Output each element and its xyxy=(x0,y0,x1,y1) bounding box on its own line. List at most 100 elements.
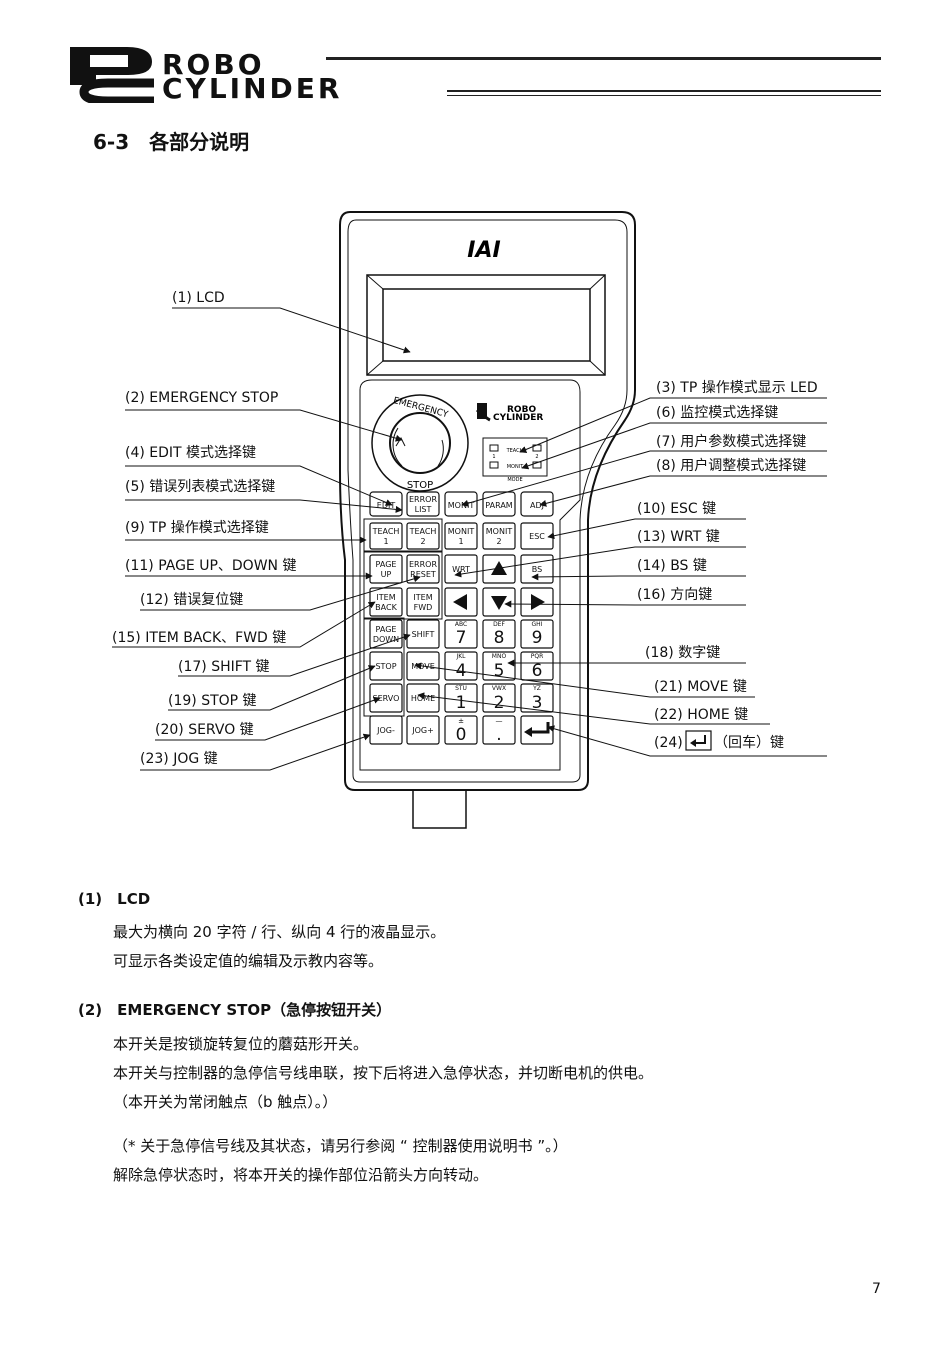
callout-error-list: (5) 错误列表模式选择键 xyxy=(125,479,276,495)
callout-stop: (19) STOP 键 xyxy=(168,693,257,709)
panel-logo-robo: ROBO xyxy=(507,405,536,415)
callout-numeric: (18) 数字键 xyxy=(645,645,721,661)
svg-text:LIST: LIST xyxy=(415,505,432,514)
callout-item-back-fwd: (15) ITEM BACK、FWD 键 xyxy=(112,630,287,646)
key-shift: SHIFT xyxy=(412,630,435,639)
svg-text:UP: UP xyxy=(381,570,392,579)
svg-text:DEF: DEF xyxy=(493,621,505,628)
key-teach1: TEACH xyxy=(372,527,400,536)
callout-direction: (16) 方向键 xyxy=(637,587,713,603)
key-jog-plus: JOG+ xyxy=(411,726,434,735)
key-1: 1 xyxy=(456,693,467,713)
callout-tp-mode: (9) TP 操作模式选择键 xyxy=(125,520,269,536)
section-estop-line-2: 本开关与控制器的急停信号线串联，按下后将进入急停状态，并切断电机的供电。 xyxy=(113,1064,654,1082)
callout-servo: (20) SERVO 键 xyxy=(155,722,254,738)
svg-text:2: 2 xyxy=(420,537,425,546)
callout-shift: (17) SHIFT 键 xyxy=(178,659,270,675)
svg-text:MNO: MNO xyxy=(492,653,507,660)
key-8: 8 xyxy=(494,628,505,648)
key-jog-minus: JOG- xyxy=(376,726,395,735)
section-estop-line-4: （* 关于急停信号线及其状态，请另行参阅 “ 控制器使用说明书 ”。） xyxy=(113,1137,568,1155)
emergency-stop-button xyxy=(389,412,451,474)
callout-wrt: (13) WRT 键 xyxy=(637,529,720,545)
key-6: 6 xyxy=(532,661,543,681)
svg-text:GHI: GHI xyxy=(532,621,543,628)
svg-text:2: 2 xyxy=(496,537,501,546)
callout-esc: (10) ESC 键 xyxy=(637,501,717,517)
key-dot: . xyxy=(496,725,501,745)
callout-lcd: (1) LCD xyxy=(172,290,225,306)
svg-text:VWX: VWX xyxy=(492,685,506,692)
section-estop-line-5: 解除急停状态时，将本开关的操作部位沿箭头方向转动。 xyxy=(113,1166,489,1184)
svg-text:1: 1 xyxy=(458,537,463,546)
led-mode-label: MODE xyxy=(507,477,522,483)
logo-cylinder-text: CYLINDER xyxy=(162,72,343,105)
svg-text:FWD: FWD xyxy=(414,603,433,612)
svg-text:BACK: BACK xyxy=(375,603,397,612)
key-0: 0 xyxy=(456,725,467,745)
page-number: 7 xyxy=(872,1281,881,1297)
led-teach-label: TEACH xyxy=(506,448,524,454)
key-9: 9 xyxy=(532,628,543,648)
key-5: 5 xyxy=(494,661,505,681)
key-page-down: PAGE xyxy=(376,625,397,634)
lcd-screen xyxy=(382,288,591,362)
callout-monitor: (6) 监控模式选择键 xyxy=(656,405,779,421)
svg-text:1: 1 xyxy=(492,454,495,460)
section-lcd-line-1: 最大为横向 20 字符 / 行、纵向 4 行的液晶显示。 xyxy=(113,923,446,941)
emergency-stop-ring xyxy=(371,394,469,492)
section-lcd-heading: (1) LCD xyxy=(78,890,151,908)
key-servo: SERVO xyxy=(373,694,400,703)
callout-bs: (14) BS 键 xyxy=(637,558,707,574)
callout-user-adjust: (8) 用户调整模式选择键 xyxy=(656,458,807,474)
key-bs: BS xyxy=(532,565,542,574)
callout-error-reset: (12) 错误复位键 xyxy=(140,592,244,608)
key-item-back: ITEM xyxy=(376,593,395,602)
arrow-down-icon xyxy=(491,596,507,610)
callout-move: (21) MOVE 键 xyxy=(654,679,747,695)
key-teach2: TEACH xyxy=(409,527,437,536)
key-page-up: PAGE xyxy=(376,560,397,569)
callout-enter-suffix: （回车）键 xyxy=(714,735,784,751)
svg-text:JKL: JKL xyxy=(455,653,466,660)
teaching-pendant-diagram: IAI EMERGENCY STOP ROBO CYLINDER TEACH 1… xyxy=(112,211,827,829)
svg-text:ABC: ABC xyxy=(455,621,467,628)
section-lcd-line-2: 可显示各类设定值的编辑及示教内容等。 xyxy=(113,952,384,970)
section-title: 6-3 各部分说明 xyxy=(93,130,250,154)
svg-text:PQR: PQR xyxy=(531,653,544,660)
key-monit2: MONIT xyxy=(486,527,513,536)
svg-text:YZ: YZ xyxy=(532,685,541,692)
key-7: 7 xyxy=(456,628,467,648)
svg-text:—: — xyxy=(496,717,503,725)
key-monit1: MONIT xyxy=(448,527,475,536)
callout-edit: (4) EDIT 模式选择键 xyxy=(125,445,257,461)
svg-text:STU: STU xyxy=(455,685,467,692)
panel-logo-cylinder: CYLINDER xyxy=(493,413,543,423)
pendant-body xyxy=(339,211,636,791)
section-estop-line-3: （本开关为常闭触点（b 触点）。） xyxy=(113,1093,338,1111)
header-rule-top xyxy=(326,57,881,60)
key-wrt: WRT xyxy=(452,565,470,574)
key-adj: ADJ xyxy=(530,501,544,510)
key-3: 3 xyxy=(532,693,543,713)
key-param: PARAM xyxy=(485,501,512,510)
callout-enter-prefix: (24) xyxy=(654,735,683,751)
estop-ring-bottom-label: STOP xyxy=(407,480,433,491)
callout-user-param: (7) 用户参数模式选择键 xyxy=(656,434,807,450)
key-monit: MONIT xyxy=(448,501,475,510)
callout-page-up-down: (11) PAGE UP、DOWN 键 xyxy=(125,558,297,574)
arrow-left-icon xyxy=(453,594,467,610)
section-estop-heading: (2) EMERGENCY STOP（急停按钮开关） xyxy=(78,1001,392,1019)
cable-connector xyxy=(412,790,467,829)
key-item-fwd: ITEM xyxy=(413,593,432,602)
logo-robo-text: ROBO xyxy=(162,48,265,81)
led-monit-label: MONIT xyxy=(507,464,524,470)
svg-text:±: ± xyxy=(458,717,464,725)
key-2: 2 xyxy=(494,693,505,713)
svg-text:RESET: RESET xyxy=(410,570,436,579)
header-rule-bottom-thin xyxy=(447,95,881,96)
callout-tp-led: (3) TP 操作模式显示 LED xyxy=(656,380,818,396)
svg-text:1: 1 xyxy=(383,537,388,546)
rc-logo-icon xyxy=(70,47,154,103)
led-panel xyxy=(482,437,548,477)
